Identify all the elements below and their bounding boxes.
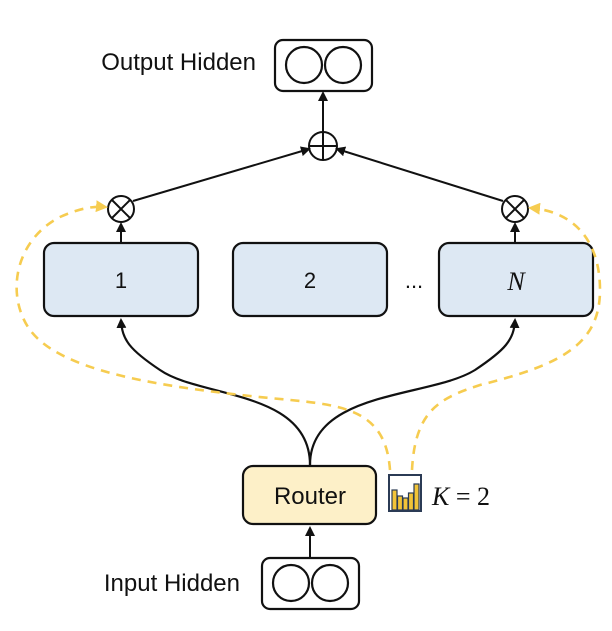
output-hidden-label: Output Hidden <box>101 49 256 76</box>
expert-box-2: 2 <box>231 241 389 318</box>
ellipsis-label: ... <box>405 268 423 293</box>
router-to-expert-n-path <box>308 318 520 466</box>
routing-weight-left-path <box>15 200 392 471</box>
sum-node <box>308 131 338 161</box>
top-k-value: = 2 <box>449 482 490 511</box>
expert-box-n: N <box>437 241 595 318</box>
input-hidden-unit <box>310 563 350 603</box>
expert-n-label: N <box>506 267 526 296</box>
histogram-icon <box>388 474 422 512</box>
input-hidden-unit <box>271 563 311 603</box>
input-hidden-label: Input Hidden <box>104 570 240 597</box>
router-label: Router <box>274 483 346 510</box>
input-hidden-vector <box>260 556 361 611</box>
multiply-left-to-sum-arrow <box>132 146 311 202</box>
expert-1-label: 1 <box>115 268 127 293</box>
router-box: Router <box>241 464 378 526</box>
expert-2-label: 2 <box>304 268 316 293</box>
output-hidden-vector <box>273 38 374 93</box>
expert-box-1: 1 <box>42 241 200 318</box>
multiply-right-to-sum-arrow <box>335 146 504 202</box>
top-k-label: K = 2 <box>431 482 490 511</box>
routing-weight-right-path <box>410 202 602 471</box>
router-to-expert-1-path <box>116 318 312 466</box>
top-k-variable: K <box>431 482 451 511</box>
multiply-node-right <box>501 195 529 223</box>
output-hidden-unit <box>284 45 324 85</box>
output-hidden-unit <box>323 45 363 85</box>
multiply-node-left <box>107 195 135 223</box>
